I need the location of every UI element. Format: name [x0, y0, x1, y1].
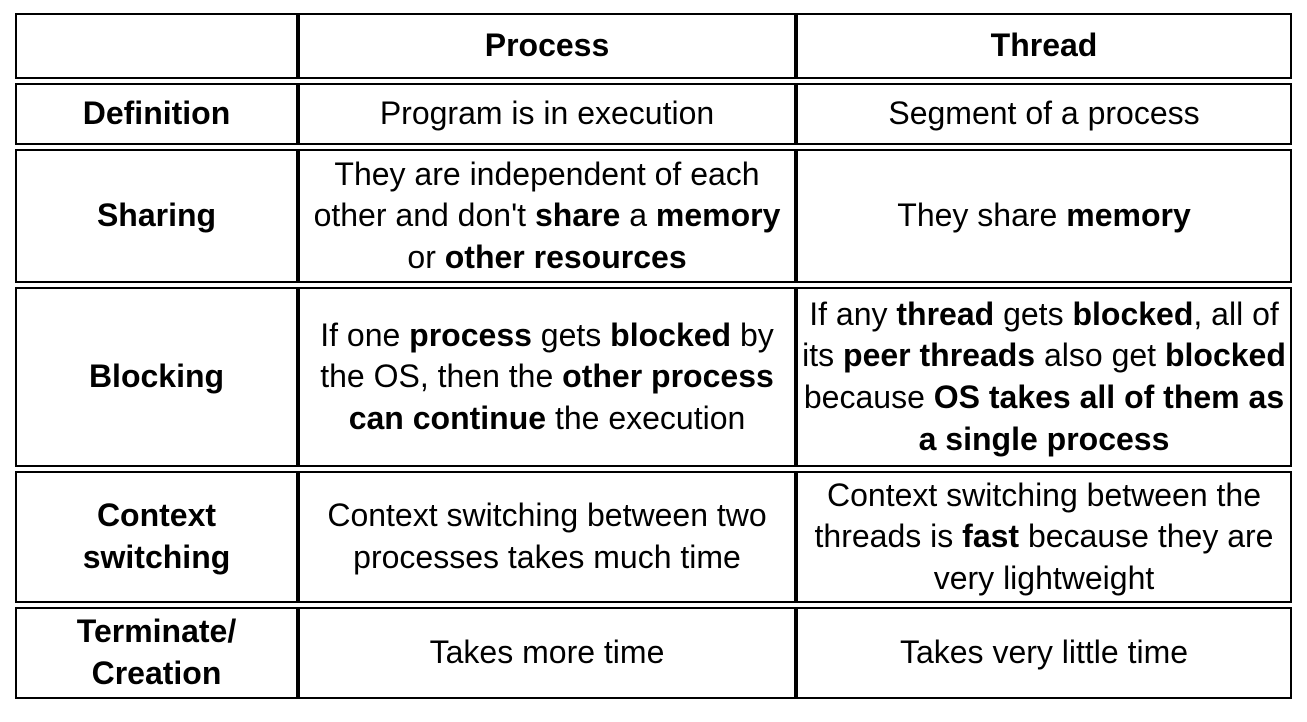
cell-context-switching-process: Context switching between two processes … [298, 471, 796, 603]
cell-terminate-creation-thread: Takes very little time [796, 607, 1292, 699]
row-label-blocking: Blocking [15, 287, 298, 467]
table-row-context-switching: Context switching Context switching betw… [15, 471, 1292, 603]
table-row-blocking: Blocking If one process gets blocked by … [15, 287, 1292, 467]
cell-sharing-thread: They share memory [796, 149, 1292, 283]
header-cell-thread: Thread [796, 13, 1292, 79]
cell-context-switching-thread: Context switching between the threads is… [796, 471, 1292, 603]
header-cell-empty [15, 13, 298, 79]
cell-definition-process: Program is in execution [298, 83, 796, 145]
cell-blocking-thread: If any thread gets blocked, all of its p… [796, 287, 1292, 467]
row-label-sharing: Sharing [15, 149, 298, 283]
header-row: Process Thread [15, 13, 1292, 79]
row-label-terminate-creation: Terminate/ Creation [15, 607, 298, 699]
process-vs-thread-table: Process Thread Definition Program is in … [15, 9, 1292, 703]
row-label-definition: Definition [15, 83, 298, 145]
table-row-definition: Definition Program is in execution Segme… [15, 83, 1292, 145]
table-row-terminate-creation: Terminate/ Creation Takes more time Take… [15, 607, 1292, 699]
cell-sharing-process: They are independent of each other and d… [298, 149, 796, 283]
cell-definition-thread: Segment of a process [796, 83, 1292, 145]
header-cell-process: Process [298, 13, 796, 79]
cell-blocking-process: If one process gets blocked by the OS, t… [298, 287, 796, 467]
cell-terminate-creation-process: Takes more time [298, 607, 796, 699]
row-label-context-switching: Context switching [15, 471, 298, 603]
table-row-sharing: Sharing They are independent of each oth… [15, 149, 1292, 283]
